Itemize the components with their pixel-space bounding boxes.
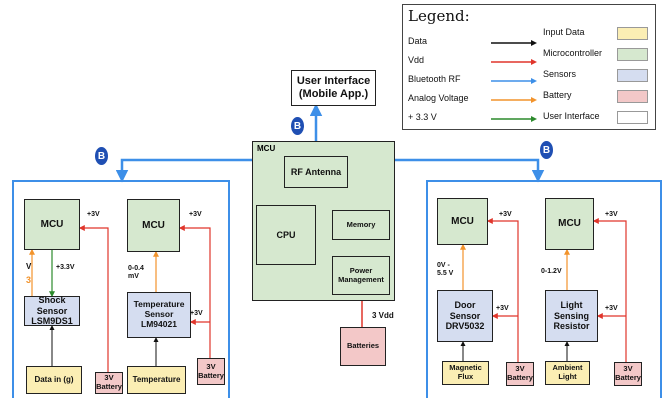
light-sensor-box: Light Sensing Resistor [545,290,598,342]
legend-line-swatch [491,59,537,65]
legend-line-label: Vdd [408,55,425,65]
left-33v-label: +3.3V [56,264,75,271]
legend-block-swatch [617,48,648,61]
left-mcu-1: MCU [24,199,80,250]
right-battery-2: 3V Battery [614,362,642,386]
left-3v-label: +3V [87,211,100,218]
vdd-left-mcu1 [78,225,109,372]
rf-antenna-box: RF Antenna [284,156,348,188]
vdd-right-mcu2 [592,218,627,362]
cpu-box: CPU [256,205,316,265]
right-3v-label: +3V [605,305,618,312]
temperature-sensor-box: Temperature Sensor LM94021 [127,292,191,338]
vdd-right-mcu1 [486,218,519,362]
right-battery-1: 3V Battery [506,362,534,386]
vdd-3-label: 3 Vdd [372,311,394,320]
legend-block-swatch [617,111,648,124]
left-3v-label: +3V [190,310,203,317]
right-mcu-1: MCU [437,198,488,245]
memory-box: Memory [332,210,390,240]
ambient-light-box: Ambient Light [545,361,590,385]
right-3v-label: +3V [499,211,512,218]
central-mcu-title: MCU [257,144,276,153]
legend-line-label: Data [408,36,428,46]
legend-block-swatch [617,27,648,40]
legend-block-swatch [617,69,648,82]
legend-block-label: Sensors [543,69,577,79]
door-sensor-box: Door Sensor DRV5032 [437,290,493,342]
bluetooth-icon: B [540,141,553,159]
vdd-left-mcu2 [178,225,211,358]
door-range-label: 0V - 5.5 V [437,262,454,278]
legend-block-label: Microcontroller [543,48,603,58]
left-v-label: V [26,262,32,271]
rf-link-left [115,153,287,183]
legend-block-label: Input Data [543,27,585,37]
legend-line-swatch [491,40,537,46]
left-battery-2: 3V Battery [197,358,225,385]
legend-block-label: User Interface [543,111,600,121]
bluetooth-icon: B [291,117,304,135]
legend-block-label: Battery [543,90,572,100]
left-3v-label: +3V [189,211,202,218]
left-mcu-2: MCU [127,199,180,252]
light-range-label: 0-1.2V [541,268,562,275]
left-battery-1: 3V Battery [95,372,123,394]
bluetooth-icon: B [95,147,108,165]
right-sensor-group [426,180,662,398]
temp-range-label: 0-0.4 mV [128,265,144,281]
right-mcu-2: MCU [545,198,594,250]
legend-line-swatch [491,78,537,84]
legend-line-swatch [491,97,537,103]
data-in-box: Data in (g) [26,366,82,394]
magnetic-flux-box: Magnetic Flux [442,361,489,385]
right-3v-label: +3V [496,305,509,312]
rf-link-right [345,153,545,183]
user-interface-box: User Interface (Mobile App.) [291,70,376,106]
shock-sensor-box: Shock Sensor LSM9DS1 [24,295,80,326]
left-3-label: 3 [26,275,32,285]
right-3v-label: +3V [605,211,618,218]
legend-line-label: Analog Voltage [408,93,469,103]
legend-line-label: + 3.3 V [408,112,437,122]
temperature-input-box: Temperature [127,366,186,394]
legend-line-swatch [491,116,537,122]
batteries-box: Batteries [340,327,386,366]
legend-block-swatch [617,90,648,103]
legend-line-label: Bluetooth RF [408,74,461,84]
legend-title: Legend: [408,7,470,25]
power-management-box: Power Management [332,256,390,295]
left-sensor-group [12,180,230,398]
